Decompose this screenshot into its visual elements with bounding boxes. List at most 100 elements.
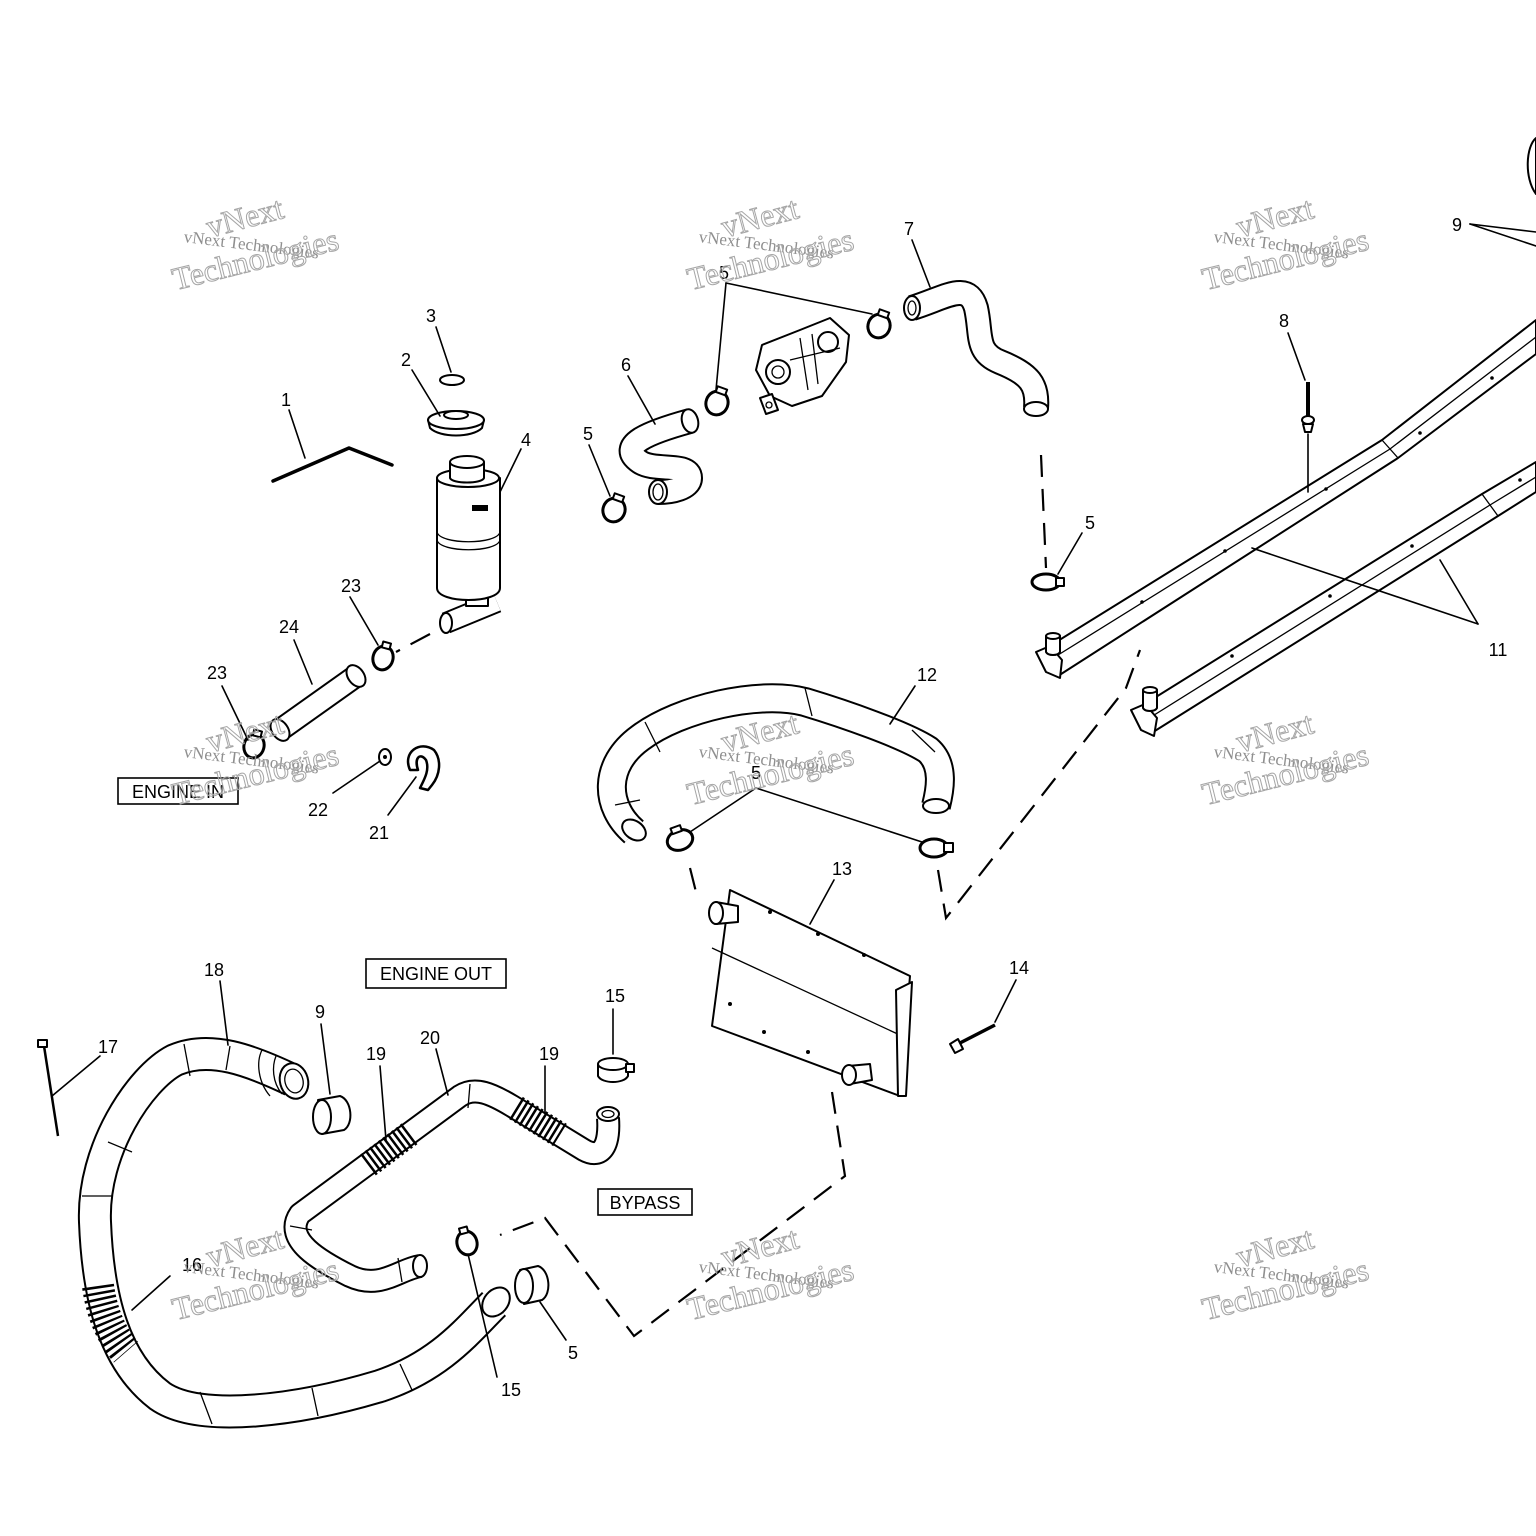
leader-line <box>1251 547 1479 625</box>
box-flange <box>895 981 913 1097</box>
callout-numbers: 1 2 3 4 5 6 5 7 9 8 5 11 12 23 24 23 22 … <box>98 215 1507 1400</box>
rivet <box>1328 594 1332 598</box>
callout-number: 15 <box>501 1380 521 1400</box>
hose-clamp-small <box>242 728 266 760</box>
s-hose-end-top <box>680 408 700 434</box>
callout-number: 5 <box>583 424 593 444</box>
leader-line <box>1439 559 1479 625</box>
assembly-line <box>936 649 1142 921</box>
main-hose-corrugation <box>82 1283 139 1363</box>
hose-clamp <box>918 837 954 859</box>
rivet <box>862 953 866 957</box>
leader-line <box>715 282 727 391</box>
outlet-hose-end-top <box>903 295 921 321</box>
straight-hose-end <box>269 718 291 742</box>
callout-number: 2 <box>401 350 411 370</box>
cable-tie-head <box>37 1039 48 1048</box>
assembly-line <box>499 1091 847 1338</box>
label-text: ENGINE OUT <box>380 964 492 984</box>
reservoir-level-mark <box>472 505 488 511</box>
s-hose-end-bottom <box>648 479 668 505</box>
hose-clamp-small <box>371 640 395 672</box>
washer-hole <box>383 755 387 759</box>
leader-line <box>627 375 656 425</box>
main-hose-cuff <box>258 1049 283 1097</box>
s-hose-bore <box>652 483 664 501</box>
callout-number: 21 <box>369 823 389 843</box>
rivet <box>1418 431 1422 435</box>
loop-hose-end <box>922 798 950 814</box>
sleeve-front <box>312 1099 332 1135</box>
main-hose-end <box>481 1286 511 1318</box>
screw-shank <box>957 1023 996 1046</box>
bypass-tube-end-top <box>596 1106 620 1122</box>
bypass-tube <box>290 1084 619 1282</box>
leader-line <box>320 1023 331 1095</box>
rivet <box>1223 549 1227 553</box>
leader-line <box>499 448 522 493</box>
band-clamp-screw <box>625 1063 635 1073</box>
clamp-screw <box>943 842 954 853</box>
callout-number: 19 <box>366 1044 386 1064</box>
bypass-tube-end <box>412 1254 428 1278</box>
leader-line <box>809 879 835 925</box>
leader-line <box>755 787 923 843</box>
callout-number: 23 <box>207 663 227 683</box>
callout-number: 5 <box>568 1343 578 1363</box>
callout-number: 3 <box>426 306 436 326</box>
clamp-screw <box>1055 577 1065 587</box>
rivet <box>816 932 820 936</box>
clamp-screw <box>876 308 891 320</box>
main-hose-seams <box>82 1043 413 1425</box>
hose-clamp <box>1030 572 1065 592</box>
callout-number: 20 <box>420 1028 440 1048</box>
callout-number: 24 <box>279 617 299 637</box>
sleeve <box>312 1095 352 1135</box>
callout-number: 13 <box>832 859 852 879</box>
housing-ribs <box>789 333 841 391</box>
callout-number: 8 <box>1279 311 1289 331</box>
engine-in-label: ENGINE IN <box>117 777 239 805</box>
loop-hose <box>612 688 949 845</box>
leader-line <box>349 596 379 646</box>
callout-number: 14 <box>1009 958 1029 978</box>
band-clamp <box>597 1057 635 1083</box>
bypass-tube-bore <box>601 1109 615 1119</box>
loop-hose-end <box>621 818 647 842</box>
bypass-label: BYPASS <box>597 1188 693 1216</box>
rail-inner-edge <box>1142 476 1536 723</box>
rail-step <box>1381 439 1399 459</box>
cap-boss <box>443 410 469 420</box>
callout-number: 22 <box>308 800 328 820</box>
label-box <box>365 958 507 989</box>
watermark: vNext vNext Technologies Technologies <box>1198 704 1373 813</box>
assembly-line <box>395 633 431 653</box>
leader-line <box>293 639 313 685</box>
callout-number: 9 <box>315 1002 325 1022</box>
callout-number: 19 <box>539 1044 559 1064</box>
hose-clamp <box>704 385 730 417</box>
rail-fitting-top <box>1045 632 1061 640</box>
watermark: vNext vNext Technologies Technologies <box>168 704 343 813</box>
rail-step <box>1481 493 1499 517</box>
callout-number: 1 <box>281 390 291 410</box>
bypass-tube-seams <box>289 1083 471 1283</box>
leader-line <box>1287 332 1306 381</box>
reservoir-band <box>436 531 501 551</box>
band-clamp-rim <box>597 1057 629 1071</box>
p-clip <box>406 745 441 792</box>
leader-line <box>889 685 916 725</box>
rivet <box>1518 478 1522 482</box>
callout-number: 16 <box>182 1255 202 1275</box>
callout-number: 15 <box>605 986 625 1006</box>
coupling-front <box>514 1268 534 1304</box>
hose-clamp <box>601 492 627 524</box>
bolt-head <box>1301 415 1315 425</box>
housing-outlet <box>817 331 839 353</box>
callout-number: 4 <box>521 430 531 450</box>
clamp-screw <box>457 1225 470 1236</box>
rivet <box>806 1050 810 1054</box>
outlet-hose <box>904 293 1048 416</box>
clamp-screw <box>380 640 393 651</box>
callout-number: 12 <box>917 665 937 685</box>
